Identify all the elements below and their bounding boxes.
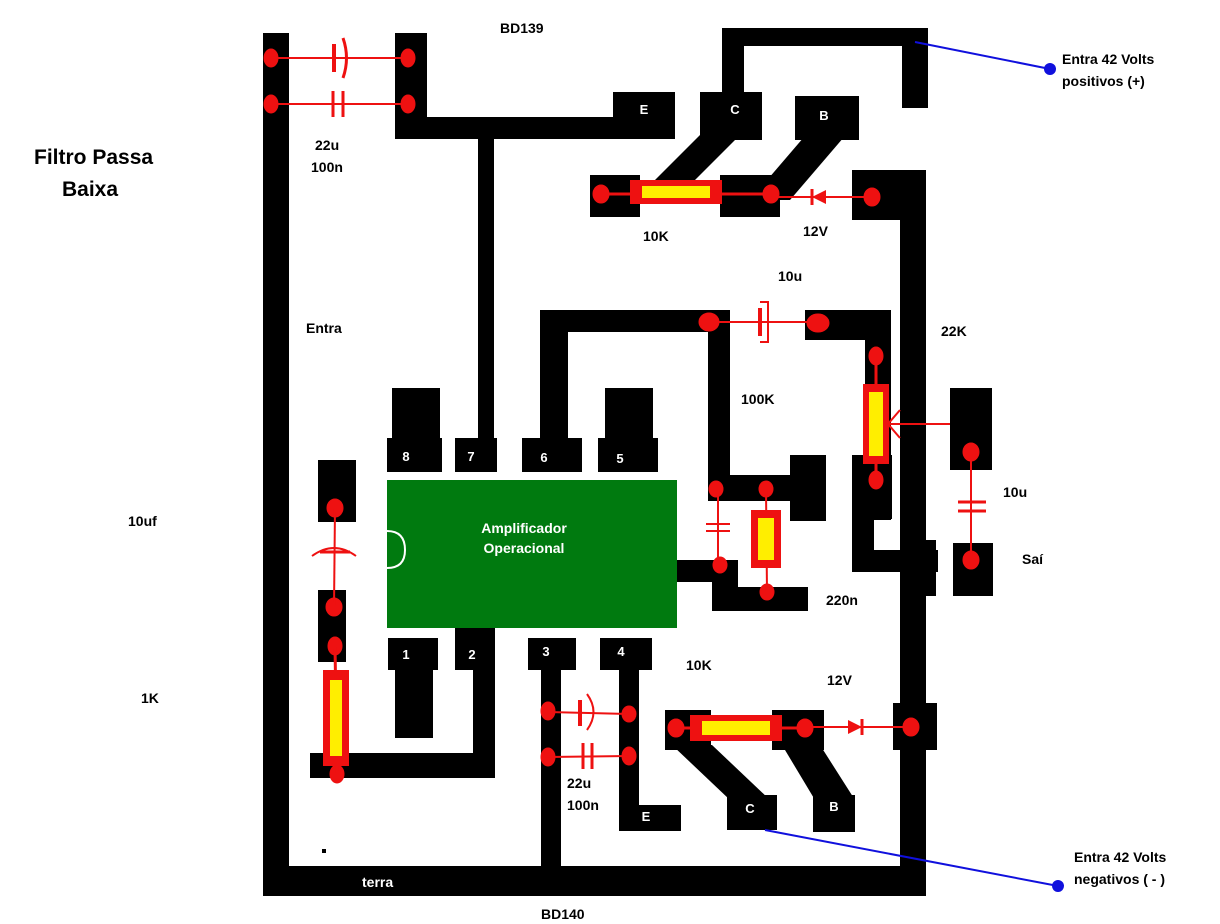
supply-positive-line-2: positivos (+) bbox=[1062, 73, 1145, 89]
components bbox=[263, 37, 986, 784]
bd140-collector-label: C bbox=[745, 801, 755, 816]
cap-bottom-22u-label: 22u bbox=[567, 775, 591, 791]
title-line-2: Baixa bbox=[62, 178, 118, 201]
ground-label: terra bbox=[362, 874, 393, 890]
copper-traces bbox=[263, 28, 993, 896]
pin-3-label: 3 bbox=[542, 644, 549, 659]
pin-5-label: 5 bbox=[616, 451, 623, 466]
cap-10u-output-label: 10u bbox=[1003, 484, 1027, 500]
opamp-label-2: Operacional bbox=[484, 540, 565, 556]
cap-10u-top-label: 10u bbox=[778, 268, 802, 284]
pin-8-label: 8 bbox=[402, 449, 409, 464]
supply-negative-line-2: negativos ( - ) bbox=[1074, 871, 1165, 887]
cap-top-100n-label: 100n bbox=[311, 159, 343, 175]
annotations: Filtro Passa Baixa BD139 BD140 22u 100n … bbox=[34, 20, 1167, 922]
cap-top-22u-label: 22u bbox=[315, 137, 339, 153]
bd140-base-label: B bbox=[829, 799, 838, 814]
pin-7-label: 7 bbox=[467, 449, 474, 464]
pin-6-label: 6 bbox=[540, 450, 547, 465]
zener-12v-bottom-label: 12V bbox=[827, 672, 853, 688]
cap-220n-label: 220n bbox=[826, 592, 858, 608]
res-22k-label: 22K bbox=[941, 323, 967, 339]
supply-wires bbox=[764, 41, 1064, 892]
pin-1-label: 1 bbox=[402, 647, 409, 662]
cap-10uf-label: 10uf bbox=[128, 513, 157, 529]
opamp-pin-numbers: 8 7 6 5 1 2 3 4 bbox=[402, 449, 625, 662]
res-10k-top-label: 10K bbox=[643, 228, 669, 244]
input-label: Entra bbox=[306, 320, 342, 336]
transistor-pin-letters: E C B E C B bbox=[640, 102, 839, 824]
cap-bottom-100n-label: 100n bbox=[567, 797, 599, 813]
res-1k-label: 1K bbox=[141, 690, 159, 706]
bd139-emitter-label: E bbox=[640, 102, 649, 117]
bd139-label: BD139 bbox=[500, 20, 544, 36]
zener-12v-top-label: 12V bbox=[803, 223, 829, 239]
bd139-base-label: B bbox=[819, 108, 828, 123]
bd140-emitter-label: E bbox=[642, 809, 651, 824]
res-10k-bottom-label: 10K bbox=[686, 657, 712, 673]
supply-positive-line-1: Entra 42 Volts bbox=[1062, 51, 1155, 67]
supply-negative-line-1: Entra 42 Volts bbox=[1074, 849, 1167, 865]
pin-4-label: 4 bbox=[617, 644, 625, 659]
title-line-1: Filtro Passa bbox=[34, 146, 153, 169]
opamp-label-1: Amplificador bbox=[481, 520, 567, 536]
output-label: Saí bbox=[1022, 551, 1044, 567]
res-100k-label: 100K bbox=[741, 391, 774, 407]
bd140-label: BD140 bbox=[541, 906, 585, 922]
bd139-collector-label: C bbox=[730, 102, 740, 117]
opamp-body: Amplificador Operacional bbox=[386, 480, 677, 628]
pin-2-label: 2 bbox=[468, 647, 475, 662]
